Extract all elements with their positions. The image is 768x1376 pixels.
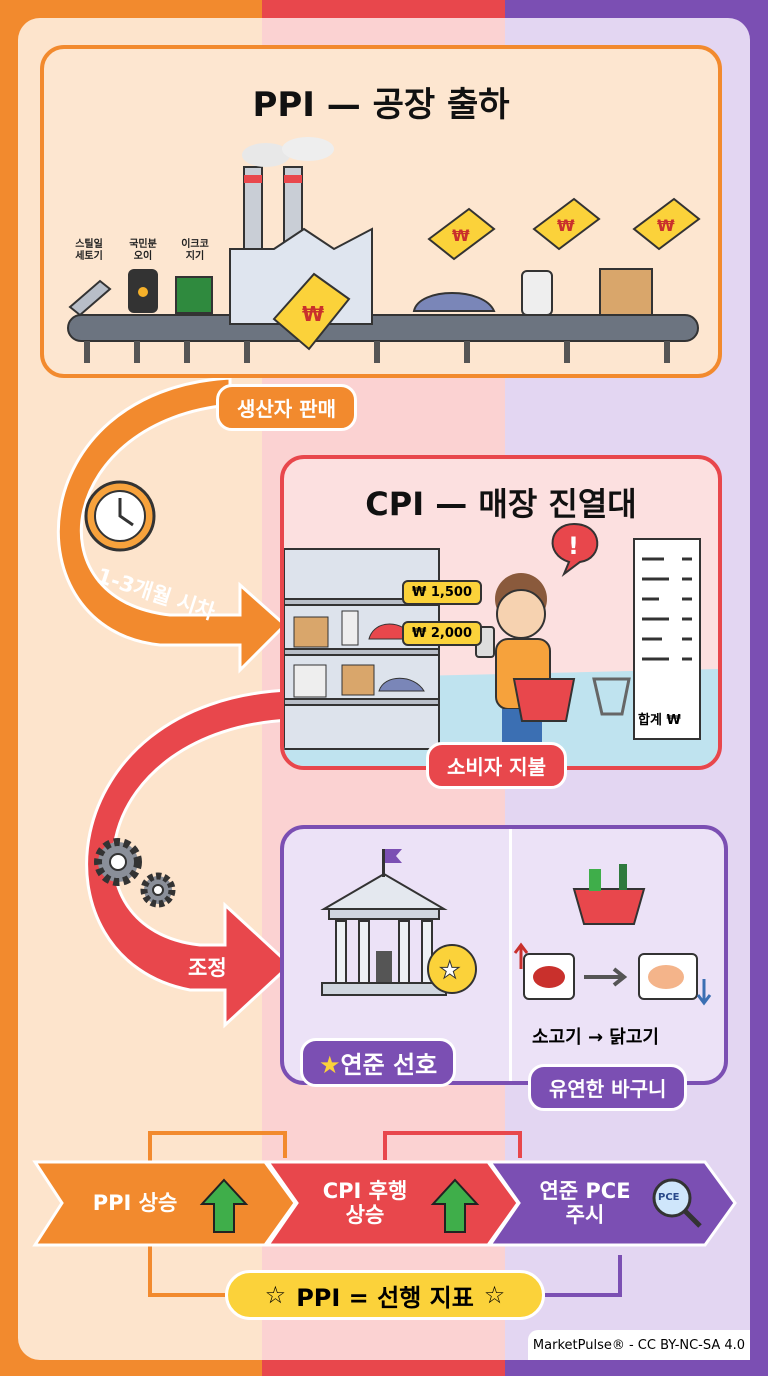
star-icon: ☆ [264,1281,287,1309]
substitution-label: 소고기 → 닭고기 [532,1027,659,1048]
svg-text:₩: ₩ [657,216,675,235]
cpi-section: ! CPI — 매장 진열대 ₩ 1,500 ₩ 2,000 합계 ₩ [280,455,722,770]
pce-magnifier-icon [652,1178,702,1228]
svg-text:₩: ₩ [452,226,470,245]
substitution-arrow-icon [584,967,628,987]
input-label-chip: 이크코 지기 [181,239,209,262]
factory-illustration: ₩ ₩ ₩ ₩ [67,137,701,363]
clock-icon [84,480,156,552]
flexible-basket-badge: 유연한 바구니 [528,1064,688,1111]
star-icon: ☆ [483,1281,506,1309]
flow-step-fed-pce: 연준 PCE 주시 [539,1179,631,1227]
fed-preferred-label: 연준 선호 [340,1051,438,1079]
consumer-payment-badge: 소비자 지불 [426,742,567,789]
price-tag-1500: ₩ 1,500 [402,580,482,605]
star-medal-icon: ★ [439,956,461,984]
input-label-oil: 국민분 오이 [129,239,157,262]
flow-step-ppi-rise: PPI 상승 [92,1191,178,1215]
leading-indicator-pill: ☆ PPI = 선행 지표 ☆ [225,1270,545,1320]
lag-arrow [56,376,288,674]
leading-indicator-label: PPI = 선행 지표 [296,1283,474,1312]
fed-preferred-badge: ★연준 선호 [300,1038,457,1087]
fed-illustration: ★ [320,829,712,1081]
gears-icon [94,838,176,908]
pce-icon-label: PCE [658,1192,680,1203]
svg-text:₩: ₩ [557,216,575,235]
star-icon: ★ [319,1051,341,1079]
won-tag-icon: ₩ [302,302,324,326]
input-label-steel: 스틸일 세토기 [75,239,103,262]
ppi-section: ₩ ₩ ₩ ₩ PPI — 공장 출하 스틸일 세토기 국민분 오이 이크코 지기 [40,45,722,378]
receipt-total: 합계 ₩ [638,713,681,728]
up-arrow-icon [199,1178,480,1233]
store-illustration: ! [284,522,718,766]
price-down-icon [696,979,712,1006]
producer-sales-badge: 생산자 판매 [216,384,357,431]
adjust-label: 조정 [188,956,227,980]
price-tag-2000: ₩ 2,000 [402,621,482,646]
ppi-title: PPI — 공장 출하 [252,85,510,125]
alert-icon: ! [568,532,579,560]
price-up-icon [513,942,529,969]
footer-credit: MarketPulse® - CC BY-NC-SA 4.0 [528,1330,750,1360]
adjust-arrow [85,688,293,1029]
flow-step-cpi-lag: CPI 후행 상승 [322,1179,408,1227]
cpi-title: CPI — 매장 진열대 [365,485,637,523]
